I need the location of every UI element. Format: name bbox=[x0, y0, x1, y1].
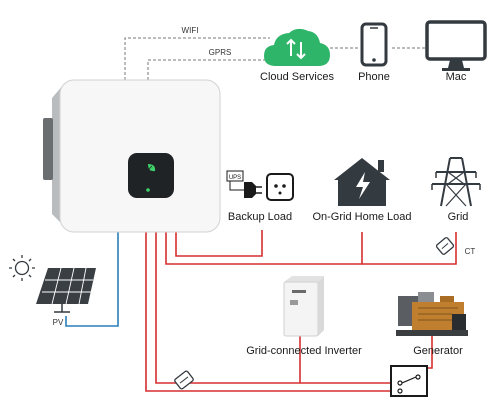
transfer-switch-icon bbox=[390, 365, 428, 397]
gprs-link bbox=[147, 59, 270, 80]
left-switch-icon bbox=[174, 370, 194, 390]
backup-load-icon: UPS bbox=[226, 170, 294, 201]
transmission-tower-icon bbox=[431, 157, 481, 207]
pv-wiring bbox=[65, 232, 119, 327]
pv-label: PV bbox=[53, 318, 64, 327]
sun-icon bbox=[9, 255, 35, 281]
cloud-label: Cloud Services bbox=[260, 71, 334, 83]
backup-load-label: Backup Load bbox=[228, 211, 292, 223]
ct-label: CT bbox=[465, 247, 476, 256]
on-grid-home-load-label: On-Grid Home Load bbox=[312, 211, 411, 223]
wifi-link bbox=[124, 37, 270, 80]
comm-links bbox=[124, 37, 425, 80]
generator-device bbox=[396, 292, 468, 336]
grid-inverter-device bbox=[283, 276, 324, 337]
ct-clamp-icon bbox=[435, 237, 455, 255]
hybrid-inverter bbox=[43, 79, 221, 233]
wifi-label: WIFI bbox=[182, 26, 199, 35]
power-wiring bbox=[145, 230, 457, 392]
grid-label: Grid bbox=[448, 211, 469, 223]
grid-inverter-label: Grid-connected Inverter bbox=[246, 345, 362, 357]
mac-label: Mac bbox=[446, 71, 467, 83]
leaf-indicator-icon bbox=[146, 164, 156, 192]
phone-icon bbox=[360, 22, 388, 67]
gprs-label: GPRS bbox=[209, 48, 232, 57]
cloud-icon bbox=[264, 28, 330, 66]
monitor-icon bbox=[425, 20, 487, 71]
generator-label: Generator bbox=[413, 345, 463, 357]
phone-label: Phone bbox=[358, 71, 390, 83]
solar-panel-icon bbox=[36, 267, 96, 313]
ups-label: UPS bbox=[229, 175, 241, 181]
home-icon bbox=[334, 158, 390, 206]
